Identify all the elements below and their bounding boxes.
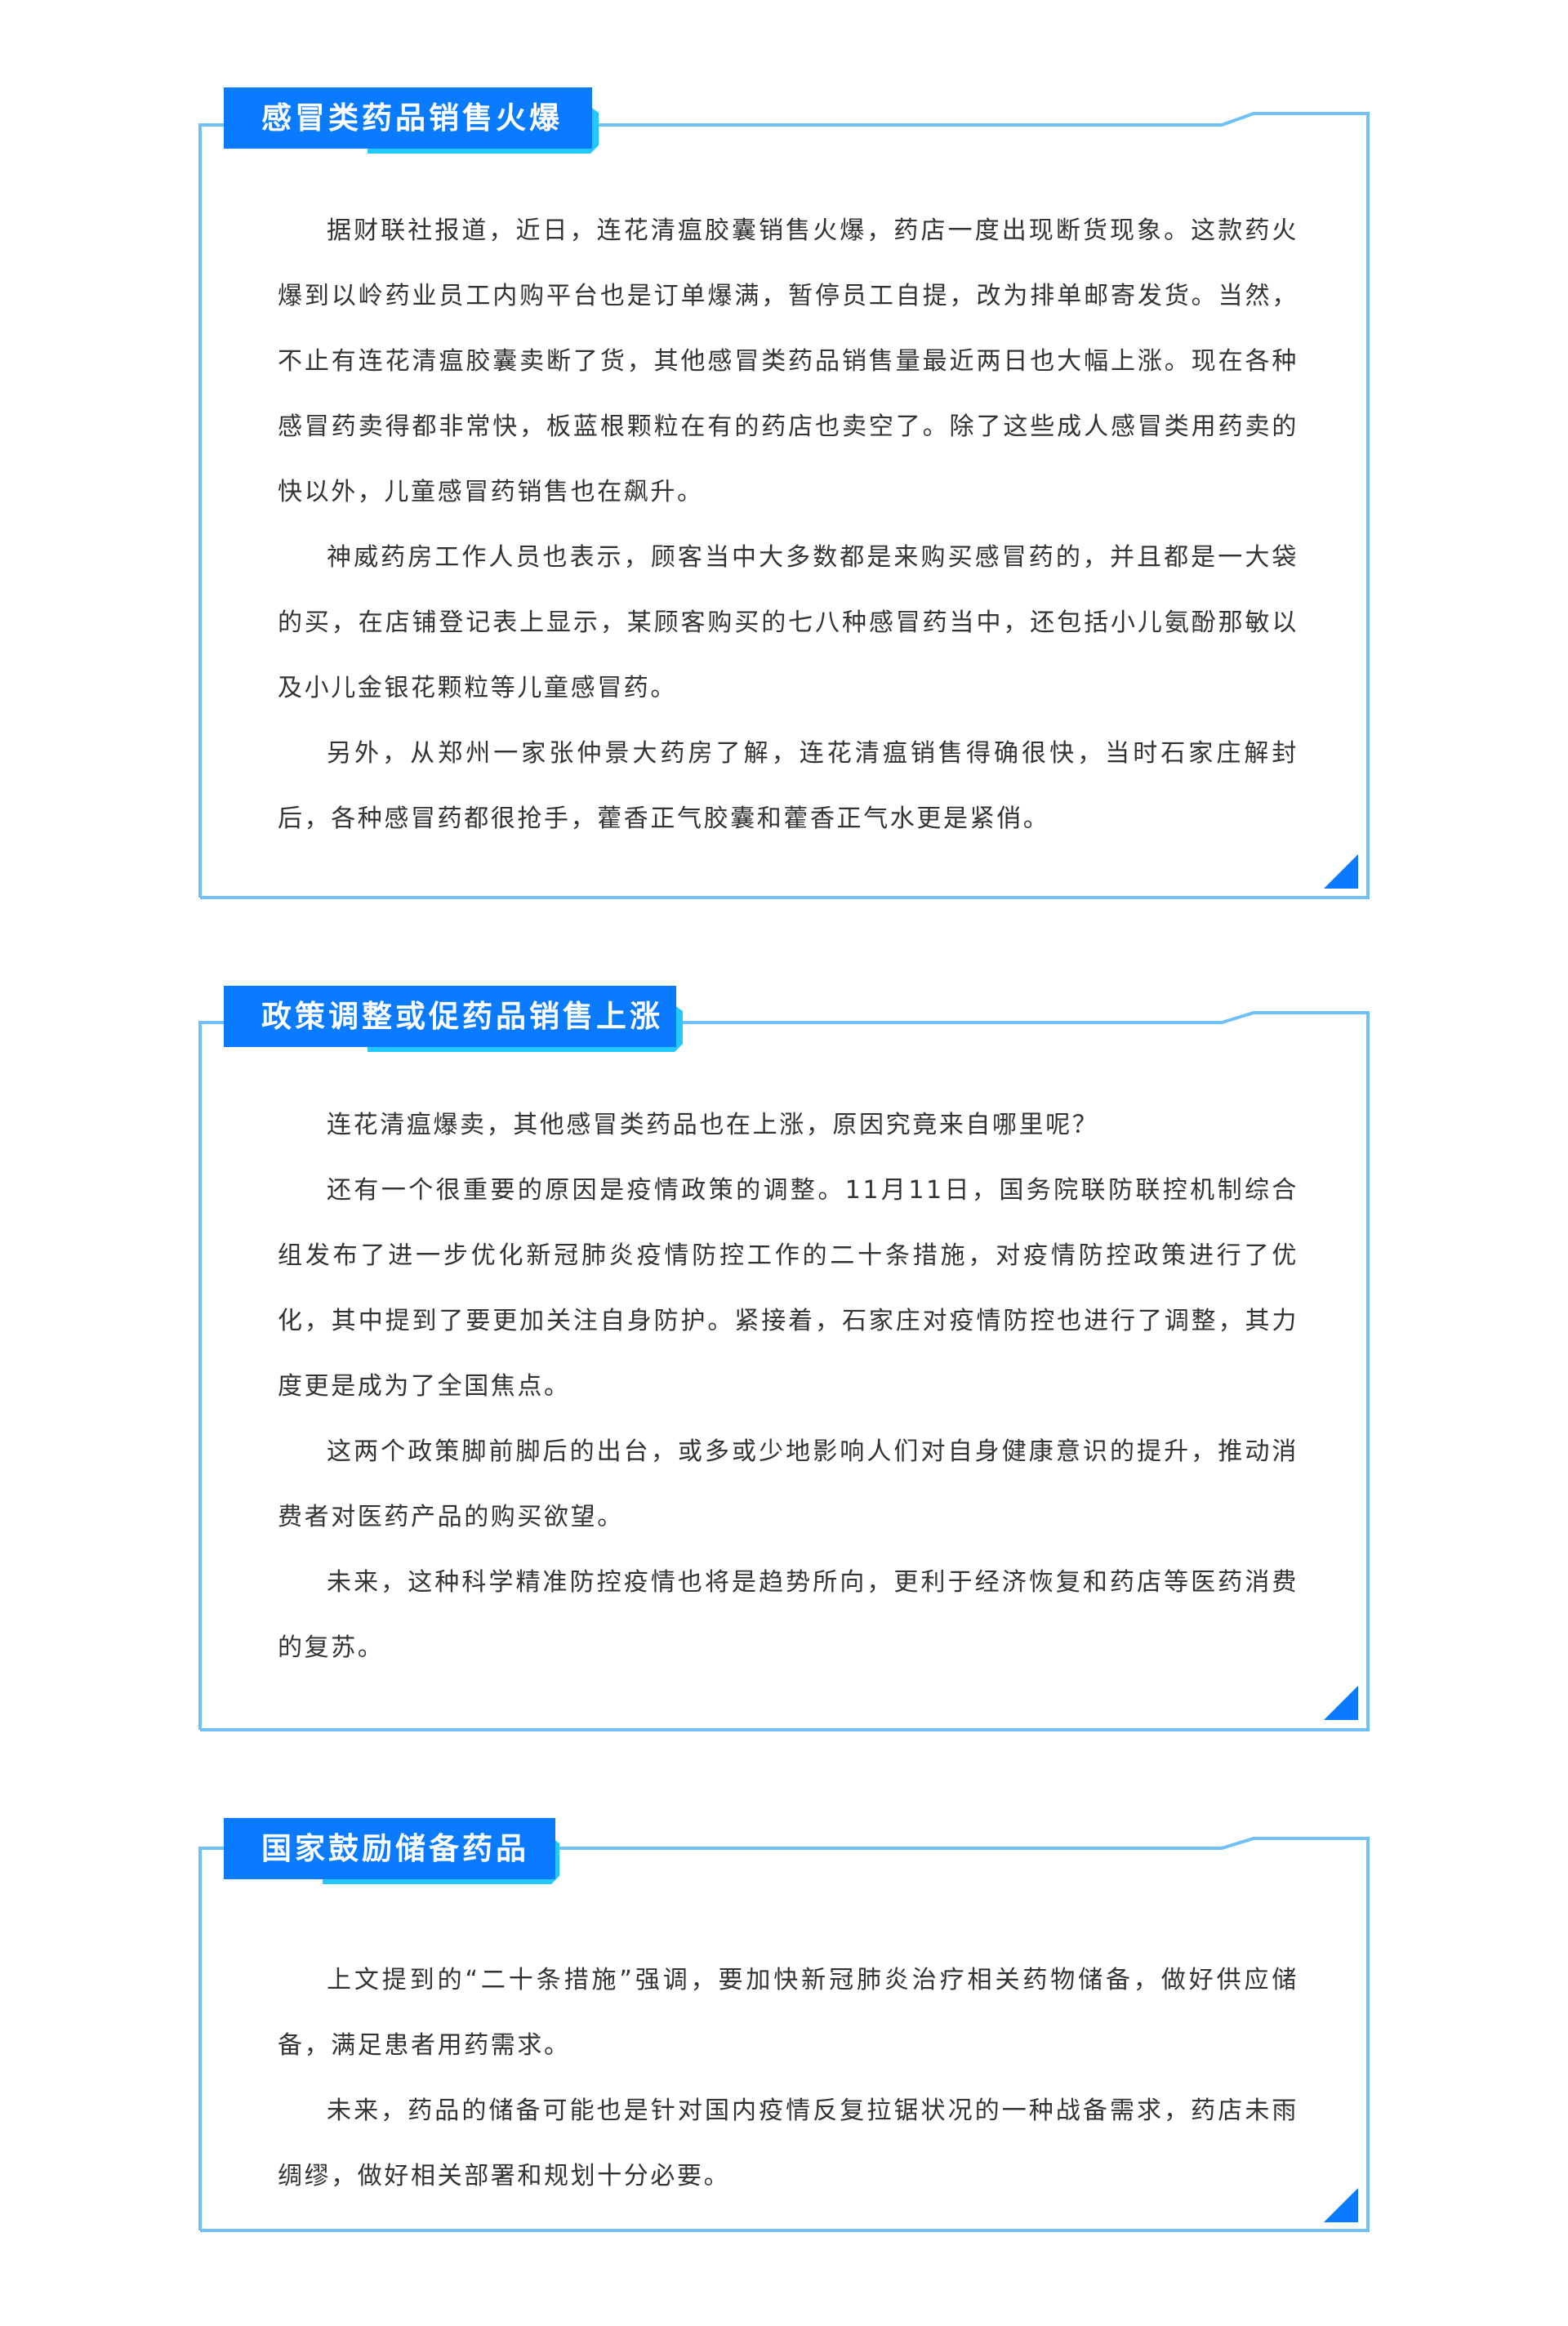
paragraph: 另外，从郑州一家张仲景大药房了解，连花清瘟销售得确很快，当时石家庄解封后，各种感…	[278, 739, 1298, 833]
section-title: 政策调整或促药品销售上涨	[224, 986, 676, 1047]
paragraph: 上文提到的“二十条措施”强调，要加快新冠肺炎治疗相关药物储备，做好供应储备，满足…	[278, 1966, 1298, 2060]
paragraph: 还有一个很重要的原因是疫情政策的调整。11月11日，国务院联防联控机制综合组发布…	[278, 1176, 1298, 1401]
paragraph: 这两个政策脚前脚后的出台，或多或少地影响人们对自身健康意识的提升，推动消费者对医…	[278, 1437, 1298, 1531]
paragraph: 神威药房工作人员也表示，顾客当中大多数都是来购买感冒药的，并且都是一大袋的买，在…	[278, 543, 1298, 702]
section-frame	[198, 112, 1370, 899]
paragraph: 未来，这种科学精准防控疫情也将是趋势所向，更利于经济恢复和药店等医药消费的复苏。	[278, 1568, 1298, 1662]
paragraph: 未来，药品的储备可能也是针对国内疫情反复拉锯状况的一种战备需求，药店未雨绸缪，做…	[278, 2097, 1298, 2190]
corner-triangle-icon	[1324, 2188, 1358, 2222]
section-title: 感冒类药品销售火爆	[224, 87, 592, 149]
section-cold-medicine-sales: 感冒类药品销售火爆 据财联社报道，近日，连花清瘟胶囊销售火爆，药店一度出现断货现…	[0, 0, 1568, 907]
corner-triangle-icon	[1324, 1686, 1358, 1720]
corner-triangle-icon	[1324, 854, 1358, 889]
section-title: 国家鼓励储备药品	[224, 1818, 555, 1879]
paragraph: 连花清瘟爆卖，其他感冒类药品也在上涨，原因究竟来自哪里呢？	[327, 1111, 1099, 1139]
section-body: 上文提到的“二十条措施”强调，要加快新冠肺炎治疗相关药物储备，做好供应储备，满足…	[278, 1948, 1298, 2209]
paragraph: 据财联社报道，近日，连花清瘟胶囊销售火爆，药店一度出现断货现象。这款药火爆到以岭…	[278, 216, 1298, 506]
section-body: 连花清瘟爆卖，其他感冒类药品也在上涨，原因究竟来自哪里呢？ 还有一个很重要的原因…	[278, 1093, 1298, 1681]
section-policy-adjustment: 政策调整或促药品销售上涨 连花清瘟爆卖，其他感冒类药品也在上涨，原因究竟来自哪里…	[0, 898, 1568, 1740]
section-frame	[198, 1837, 1370, 2232]
section-frame	[198, 1011, 1370, 1731]
section-drug-reserve: 国家鼓励储备药品 上文提到的“二十条措施”强调，要加快新冠肺炎治疗相关药物储备，…	[0, 1731, 1568, 2326]
section-body: 据财联社报道，近日，连花清瘟胶囊销售火爆，药店一度出现断货现象。这款药火爆到以岭…	[278, 198, 1298, 852]
